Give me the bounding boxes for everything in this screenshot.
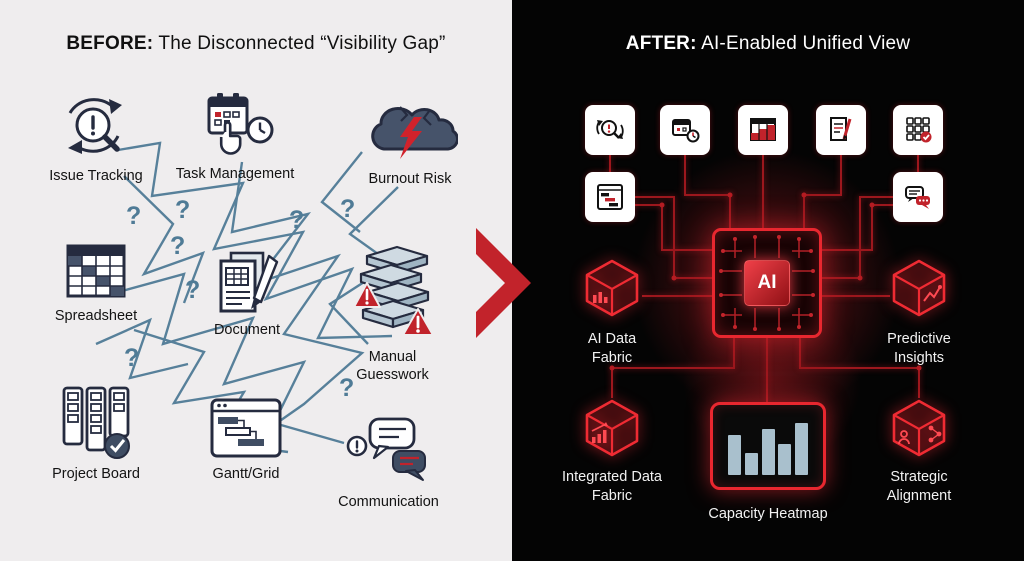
- predictive-insights-cube-icon: [892, 259, 946, 317]
- unified-tile-document: [816, 105, 866, 155]
- gantt-grid-icon: [210, 398, 282, 458]
- before-item-manual-guesswork: Manual Guesswork: [345, 243, 440, 384]
- item-label: Communication: [338, 494, 439, 510]
- mini-task-management-icon: [672, 119, 700, 143]
- unified-tile-gantt-grid: [585, 172, 635, 222]
- issue-tracking-icon: [68, 98, 122, 154]
- after-panel: AFTER: AI-Enabled Unified View: [512, 0, 1024, 561]
- item-label: Issue Tracking: [49, 168, 143, 184]
- heatmap-bar: [761, 429, 775, 475]
- question-mark: ?: [126, 202, 142, 230]
- before-title-rest: The Disconnected “Visibility Gap”: [153, 33, 446, 54]
- node-label-integrated-data-fabric: Integrated Data Fabric: [562, 469, 662, 504]
- mini-communication-icon: [905, 186, 930, 209]
- item-label: Manual Guesswork: [356, 349, 429, 384]
- before-title: BEFORE: The Disconnected “Visibility Gap…: [0, 33, 512, 55]
- heatmap-bar: [795, 423, 808, 475]
- manual-guesswork-icon: [352, 245, 434, 336]
- node-label-strategic-alignment: Strategic Alignment: [886, 469, 952, 504]
- before-item-document: Document: [192, 250, 302, 339]
- unified-tile-spreadsheet: [738, 105, 788, 155]
- capacity-heatmap-bars: [728, 417, 808, 475]
- item-label: Project Board: [52, 466, 140, 482]
- after-title: AFTER: AI-Enabled Unified View: [512, 33, 1024, 55]
- before-item-spreadsheet: Spreadsheet: [40, 240, 152, 325]
- task-management-icon: [207, 93, 274, 155]
- before-item-project-board: Project Board: [40, 382, 152, 483]
- question-mark: ?: [339, 374, 355, 402]
- before-panel: BEFORE: The Disconnected “Visibility Gap…: [0, 0, 512, 561]
- document-icon: [219, 251, 279, 313]
- item-label: Gantt/Grid: [212, 466, 280, 482]
- question-mark: ?: [289, 206, 305, 234]
- after-title-prefix: AFTER:: [625, 33, 697, 54]
- heatmap-bar: [728, 435, 741, 475]
- burnout-risk-icon: [371, 106, 458, 159]
- before-title-prefix: BEFORE:: [66, 33, 154, 54]
- project-board-icon: [62, 386, 130, 459]
- capacity-heatmap-panel: [710, 402, 826, 490]
- question-mark: ?: [170, 232, 186, 260]
- question-mark: ?: [340, 195, 356, 223]
- item-label: Document: [213, 322, 281, 338]
- unified-tile-issue-tracking: [585, 105, 635, 155]
- unified-tile-task-management: [660, 105, 710, 155]
- item-label: Task Management: [175, 166, 295, 182]
- ai-chip-core-label: AI: [744, 260, 790, 306]
- unified-tile-project-board: [893, 105, 943, 155]
- node-label-predictive-insights: Predictive Insights: [887, 331, 951, 366]
- strategic-alignment-cube-icon: [892, 399, 946, 457]
- mini-gantt-grid-icon: [597, 184, 623, 210]
- question-mark: ?: [124, 344, 140, 372]
- unified-tile-communication: [893, 172, 943, 222]
- mini-project-board-icon: [906, 117, 932, 143]
- spreadsheet-icon: [66, 244, 126, 298]
- before-item-gantt-grid: Gantt/Grid: [196, 396, 296, 483]
- integrated-data-fabric-cube-icon: [585, 399, 639, 457]
- mini-spreadsheet-icon: [750, 118, 776, 141]
- mini-document-icon: [830, 117, 852, 141]
- ai-chip: AI: [712, 228, 822, 338]
- item-label: Spreadsheet: [54, 308, 138, 324]
- communication-icon: [346, 417, 426, 481]
- capacity-heatmap-label: Capacity Heatmap: [708, 506, 828, 522]
- after-title-rest: AI-Enabled Unified View: [696, 33, 911, 54]
- transition-chevron-arrow: [476, 228, 531, 338]
- heatmap-bar: [744, 453, 758, 475]
- before-item-communication: Communication: [336, 412, 441, 511]
- before-item-task-management: Task Management: [172, 90, 298, 183]
- item-label: Burnout Risk: [368, 171, 452, 187]
- question-mark: ?: [185, 276, 201, 304]
- node-label-ai-data-fabric: AI Data Fabric: [587, 331, 637, 366]
- question-mark: ?: [175, 196, 191, 224]
- ai-data-fabric-cube-icon: [585, 259, 639, 317]
- heatmap-bar: [778, 444, 792, 475]
- before-item-issue-tracking: Issue Tracking: [38, 96, 154, 185]
- mini-issue-tracking-icon: [596, 120, 624, 139]
- before-item-burnout-risk: Burnout Risk: [352, 95, 468, 188]
